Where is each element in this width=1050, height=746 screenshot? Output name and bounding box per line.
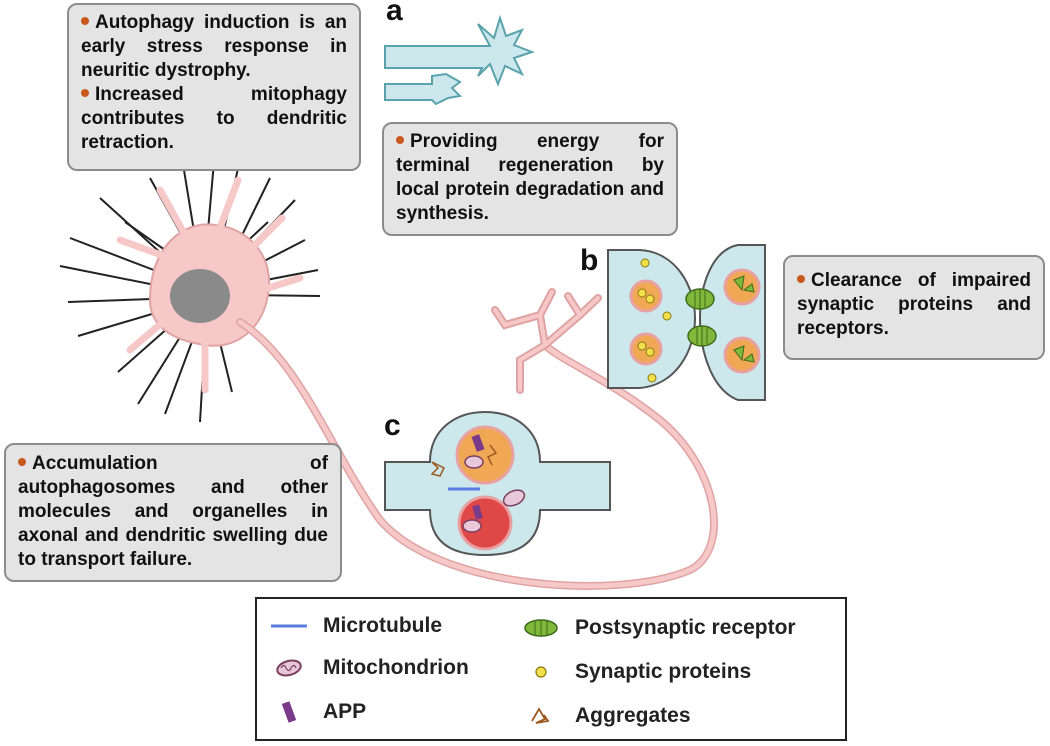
neuron-soma bbox=[116, 176, 304, 394]
postsynaptic-receptor-icon bbox=[521, 615, 561, 641]
app-icon bbox=[269, 699, 309, 725]
legend-label: Synaptic proteins bbox=[575, 660, 752, 683]
legend-label: Microtubule bbox=[323, 614, 442, 637]
bullet-icon bbox=[797, 275, 805, 283]
callout-autophagy-induction: Autophagy induction is an early stress r… bbox=[67, 3, 361, 171]
callout-transport-failure: Accumulation of autophagosomes and other… bbox=[4, 443, 342, 582]
microtubule-icon bbox=[269, 613, 309, 639]
panel-b-synapse bbox=[607, 244, 766, 401]
synaptic-protein-icon bbox=[521, 659, 561, 685]
nucleus bbox=[170, 269, 230, 323]
legend-item-postsynaptic-receptor: Postsynaptic receptor bbox=[521, 615, 796, 641]
legend-item-synaptic-proteins: Synaptic proteins bbox=[521, 659, 751, 685]
callout-text: Providing energy for terminal regenerati… bbox=[396, 131, 664, 224]
axon-terminal-branches bbox=[491, 288, 602, 394]
legend: Microtubule Mitochondrion APP Postsynapt… bbox=[255, 597, 847, 741]
legend-item-app: APP bbox=[269, 699, 366, 725]
panel-c-axonal-swelling bbox=[384, 410, 611, 557]
legend-item-mitochondrion: Mitochondrion bbox=[269, 655, 469, 681]
panel-a-neurite-terminals bbox=[384, 14, 535, 106]
aggregate-icon bbox=[521, 703, 561, 729]
callout-text: Clearance of impaired synaptic proteins … bbox=[797, 270, 1031, 339]
callout-terminal-regeneration: Providing energy for terminal regenerati… bbox=[382, 122, 678, 236]
bullet-icon bbox=[81, 89, 89, 97]
legend-label: Postsynaptic receptor bbox=[575, 616, 796, 639]
legend-item-aggregates: Aggregates bbox=[521, 703, 691, 729]
callout-text: Autophagy induction is an early stress r… bbox=[81, 12, 347, 81]
legend-label: Aggregates bbox=[575, 704, 691, 727]
callout-text: Accumulation of autophagosomes and other… bbox=[18, 453, 328, 570]
callout-point: Increased mitophagy contributes to dendr… bbox=[81, 83, 347, 155]
callout-point: Accumulation of autophagosomes and other… bbox=[18, 452, 328, 572]
bullet-icon bbox=[81, 17, 89, 25]
callout-point: Autophagy induction is an early stress r… bbox=[81, 11, 347, 83]
legend-label: APP bbox=[323, 700, 367, 723]
panel-label-b: b bbox=[580, 244, 599, 277]
callout-point: Clearance of impaired synaptic proteins … bbox=[797, 269, 1031, 341]
panel-label-c: c bbox=[384, 409, 401, 442]
panel-label-a: a bbox=[386, 0, 403, 27]
legend-item-microtubule: Microtubule bbox=[269, 613, 442, 639]
mitochondrion-icon bbox=[269, 655, 309, 681]
legend-label: Mitochondrion bbox=[323, 656, 469, 679]
callout-text: Increased mitophagy contributes to dendr… bbox=[81, 84, 347, 153]
bullet-icon bbox=[396, 136, 404, 144]
callout-point: Providing energy for terminal regenerati… bbox=[396, 130, 664, 226]
bullet-icon bbox=[18, 458, 26, 466]
callout-synaptic-clearance: Clearance of impaired synaptic proteins … bbox=[783, 255, 1045, 360]
